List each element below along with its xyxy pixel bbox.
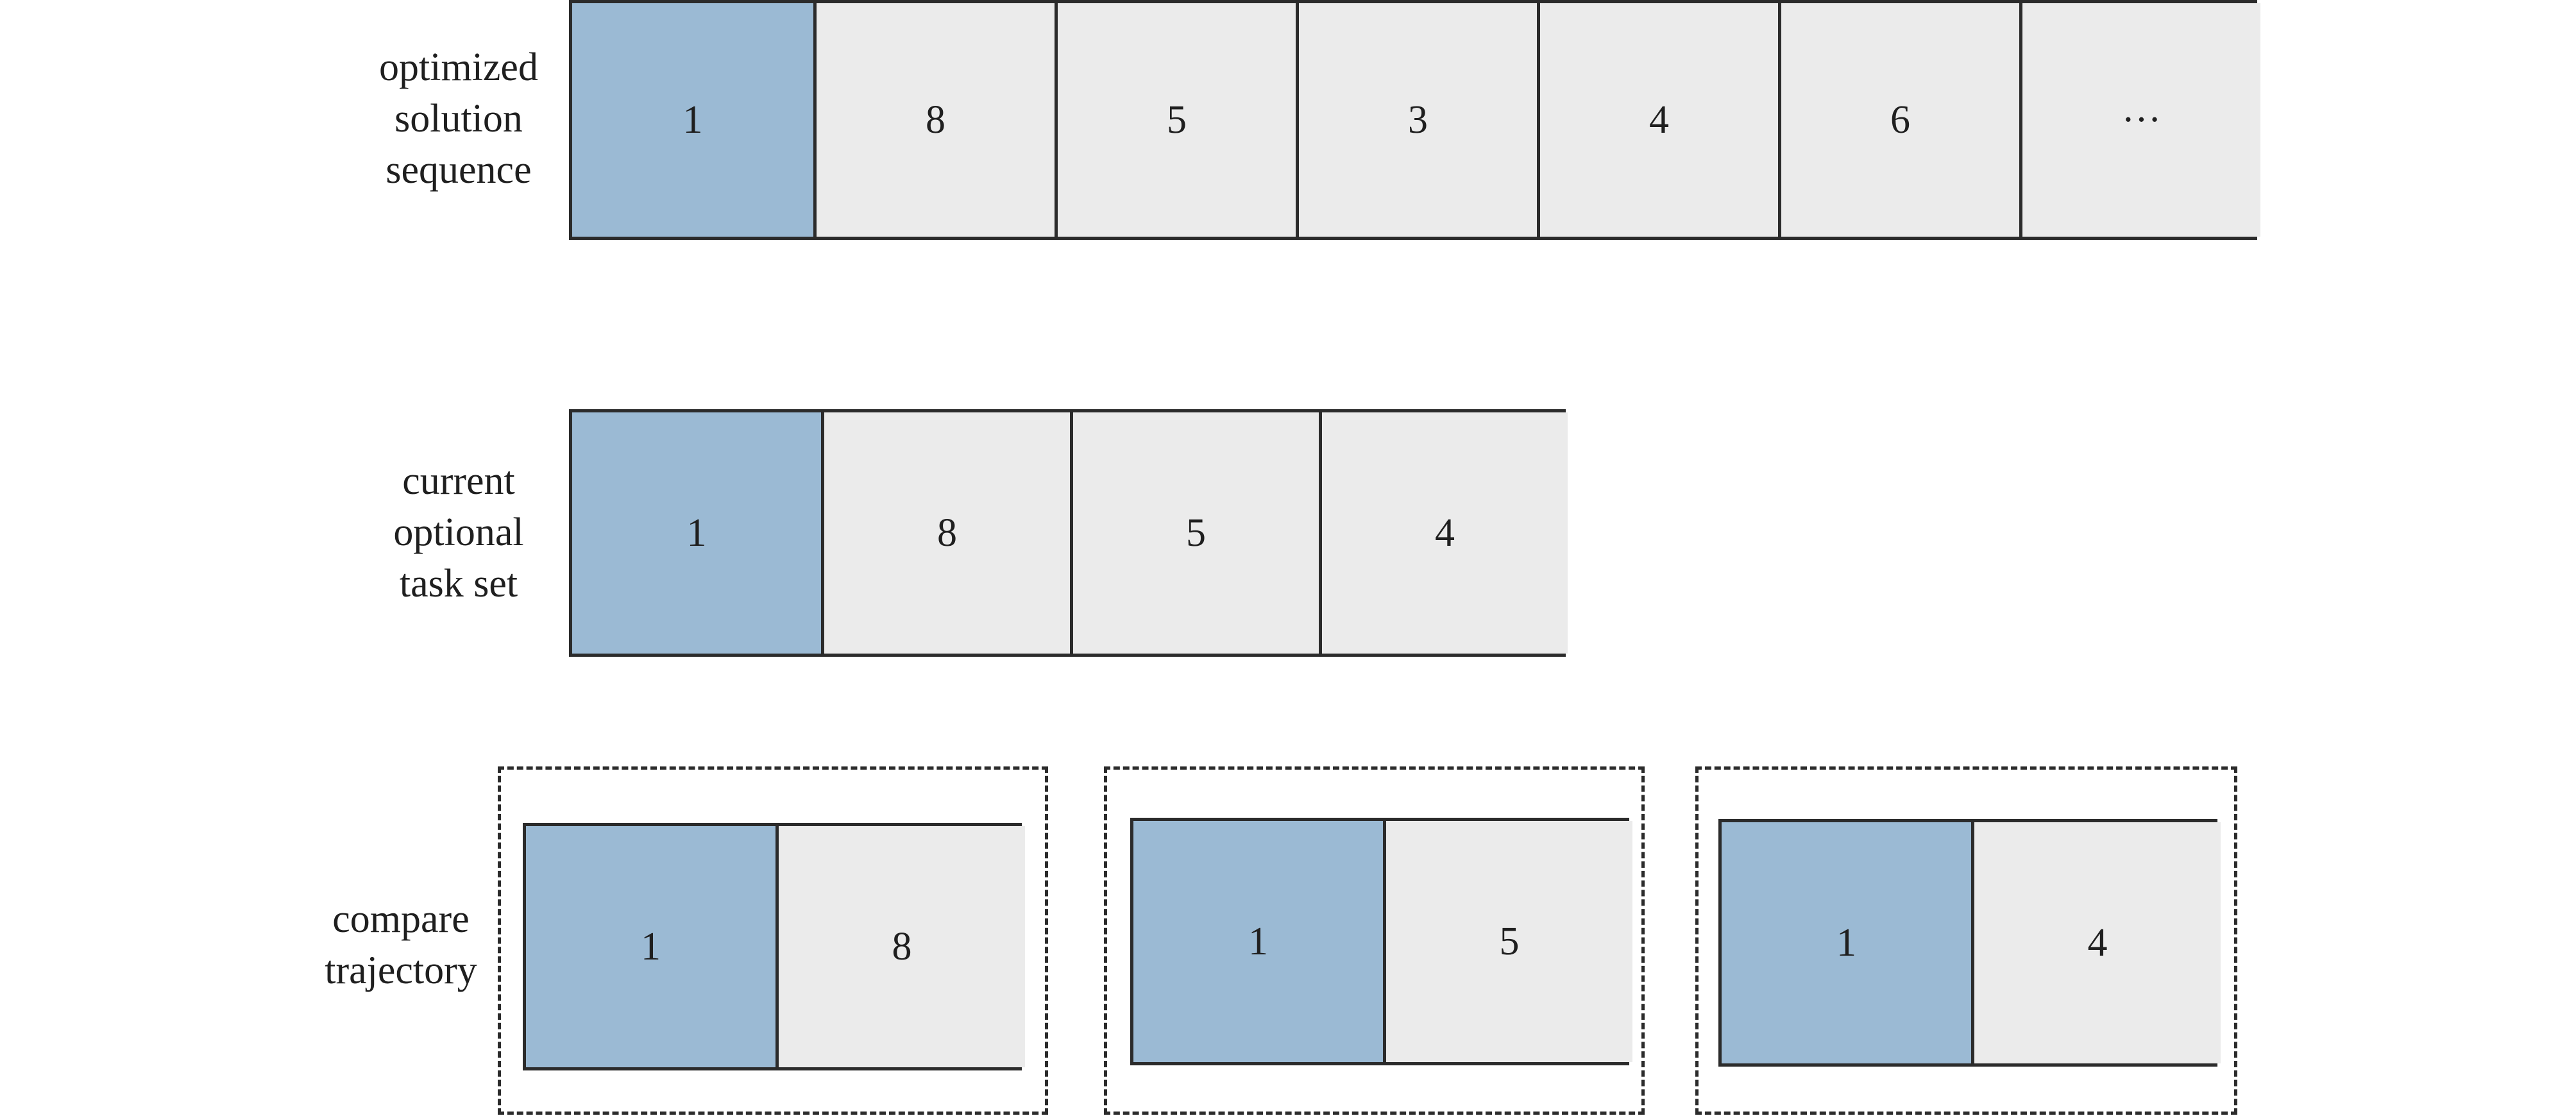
label-line: sequence [386,148,532,192]
task-cell: 5 [1070,412,1319,654]
trajectory-group-box [1104,766,1645,1115]
current-optional-task-set: 1 8 5 4 [569,409,1568,657]
sequence-cell: 8 [813,3,1055,237]
compare-trajectory-label: compare trajectory [314,893,487,996]
sequence-cell: 3 [1296,3,1537,237]
sequence-cell: 5 [1055,3,1296,237]
label-line: trajectory [325,949,477,992]
label-line: current [402,459,515,503]
label-line: optional [393,511,524,554]
task-cell: 8 [821,412,1070,654]
sequence-cell: 4 [1537,3,1778,237]
task-cell: 4 [1319,412,1568,654]
optimized-solution-sequence: 1 8 5 3 4 6 ··· [569,0,2260,240]
trajectory-cell: 1 [526,826,775,1067]
trajectory-pair: 1 4 [1718,819,2221,1067]
sequence-cell: 1 [572,3,813,237]
sequence-cell: 6 [1778,3,2019,237]
current-optional-task-set-label: current optional task set [366,455,552,609]
label-line: task set [399,562,518,605]
label-line: compare [332,897,470,941]
trajectory-cell: 1 [1722,822,1971,1063]
label-line: solution [394,97,523,140]
trajectory-cell: 5 [1383,821,1632,1062]
trajectory-cell: 1 [1133,821,1383,1062]
task-cell: 1 [572,412,821,654]
trajectory-cell: 8 [775,826,1025,1067]
optimized-solution-sequence-label: optimized solution sequence [366,42,552,196]
sequence-cell: ··· [2019,3,2260,237]
trajectory-group-box [1695,766,2237,1115]
trajectory-pair: 1 8 [523,823,1025,1070]
trajectory-pair: 1 5 [1130,818,1632,1065]
trajectory-cell: 4 [1971,822,2221,1063]
label-line: optimized [379,46,538,89]
trajectory-group-box [498,766,1048,1115]
